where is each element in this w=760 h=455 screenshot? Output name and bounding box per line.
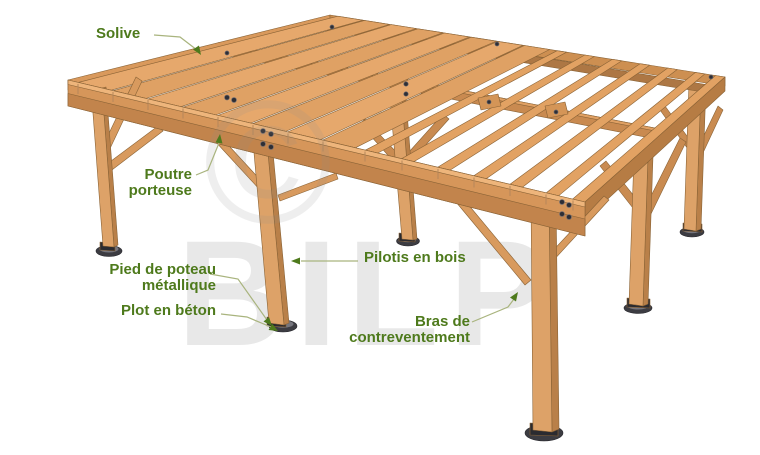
label-solive: Solive bbox=[96, 25, 141, 42]
post-front-right bbox=[455, 195, 610, 442]
beam-top-edge bbox=[67, 79, 586, 208]
label-plot-en-beton: Plot en béton bbox=[121, 302, 216, 319]
deck-boards bbox=[78, 15, 550, 149]
label-poutre-porteuse: Poutre porteuse bbox=[128, 166, 192, 200]
beam-bolts bbox=[224, 94, 572, 220]
pied-de-poteau-arrowhead bbox=[263, 317, 272, 326]
solive-arrowhead bbox=[193, 45, 201, 55]
label-pilotis-en-bois: Pilotis en bois bbox=[364, 249, 466, 266]
plot-en-beton-leader-line bbox=[220, 313, 272, 328]
label-bras-de-contreventement: Bras de contreventement bbox=[349, 313, 470, 347]
poutre-arrowhead bbox=[215, 134, 223, 144]
bras-leader-line bbox=[471, 298, 515, 323]
wooden-post bbox=[530, 199, 553, 433]
copyright-watermark: © bbox=[204, 66, 333, 261]
carport-structure bbox=[67, 14, 726, 442]
solive-leader-line bbox=[153, 34, 198, 51]
bras-arrowhead bbox=[510, 292, 518, 302]
plot-en-beton-arrowhead bbox=[268, 324, 278, 331]
poutre-leader-line bbox=[195, 142, 220, 176]
joists bbox=[364, 50, 726, 203]
front-beam bbox=[67, 79, 586, 237]
post-front-middle bbox=[213, 129, 339, 333]
joist-end-ticks bbox=[77, 84, 574, 211]
beam-lower-face bbox=[67, 93, 586, 237]
deck-frame bbox=[67, 14, 726, 221]
leader-lines bbox=[153, 34, 518, 331]
label-pied-de-poteau-metallique: Pied de poteau métallique bbox=[109, 261, 216, 295]
pied-de-poteau-leader-line bbox=[209, 273, 268, 321]
pilotis-arrowhead bbox=[291, 257, 300, 265]
diagonal-brace bbox=[277, 172, 339, 202]
front-posts-and-braces bbox=[90, 76, 610, 442]
